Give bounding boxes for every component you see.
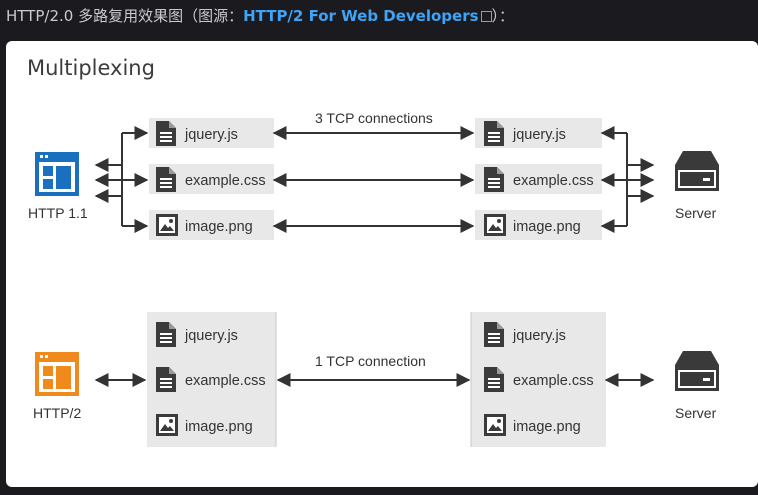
http2-server-icon bbox=[674, 350, 720, 392]
caption-suffix: ）： bbox=[491, 7, 515, 25]
file-label: example.css bbox=[185, 373, 266, 389]
multiplexing-diagram: HTTP 1.1 jquery.js example.css image.png bbox=[28, 110, 720, 447]
http1-client-file-jquery: jquery.js bbox=[149, 118, 274, 148]
file-label: example.css bbox=[513, 173, 594, 189]
http1-server-file-css: example.css bbox=[475, 164, 602, 194]
file-label: image.png bbox=[185, 419, 253, 435]
file-label: image.png bbox=[513, 219, 581, 235]
http2-client-file-group: jquery.js example.css image.png bbox=[147, 312, 277, 447]
file-label: example.css bbox=[185, 173, 266, 189]
diagram-title: Multiplexing bbox=[27, 56, 155, 80]
http2-server-file-group: jquery.js example.css image.png bbox=[470, 312, 606, 447]
http1-client-label: HTTP 1.1 bbox=[28, 205, 88, 221]
file-label: example.css bbox=[513, 373, 594, 389]
http1-server-icon bbox=[674, 150, 720, 192]
http1-connection-label: 3 TCP connections bbox=[315, 110, 433, 126]
http2-connection-label: 1 TCP connection bbox=[315, 353, 426, 369]
http2-server-label: Server bbox=[675, 405, 717, 421]
http1-client-icon bbox=[35, 152, 79, 196]
http1-server-label: Server bbox=[675, 205, 717, 221]
http1-client-file-png: image.png bbox=[149, 210, 274, 240]
file-label: image.png bbox=[185, 219, 253, 235]
file-label: jquery.js bbox=[512, 328, 566, 344]
http1-server-file-jquery: jquery.js bbox=[475, 118, 602, 148]
external-link-icon bbox=[480, 11, 492, 22]
http1-server-file-png: image.png bbox=[475, 210, 602, 240]
http1-connection-arrows bbox=[272, 126, 475, 233]
file-label: jquery.js bbox=[512, 127, 566, 143]
diagram-card: Multiplexing bbox=[6, 41, 758, 487]
caption-prefix: HTTP/2.0 多路复用效果图（图源： bbox=[6, 7, 244, 25]
http1-client-arrows bbox=[94, 126, 149, 233]
file-label: jquery.js bbox=[184, 127, 238, 143]
http1-client-file-css: example.css bbox=[149, 164, 274, 194]
http2-client-icon bbox=[35, 352, 79, 396]
http1-server-arrows bbox=[600, 126, 655, 233]
source-link[interactable]: HTTP/2 For Web Developers bbox=[243, 7, 479, 25]
http2-client-label: HTTP/2 bbox=[33, 405, 81, 421]
file-label: jquery.js bbox=[184, 328, 238, 344]
caption: HTTP/2.0 多路复用效果图（图源：HTTP/2 For Web Devel… bbox=[6, 5, 514, 26]
file-label: image.png bbox=[513, 419, 581, 435]
